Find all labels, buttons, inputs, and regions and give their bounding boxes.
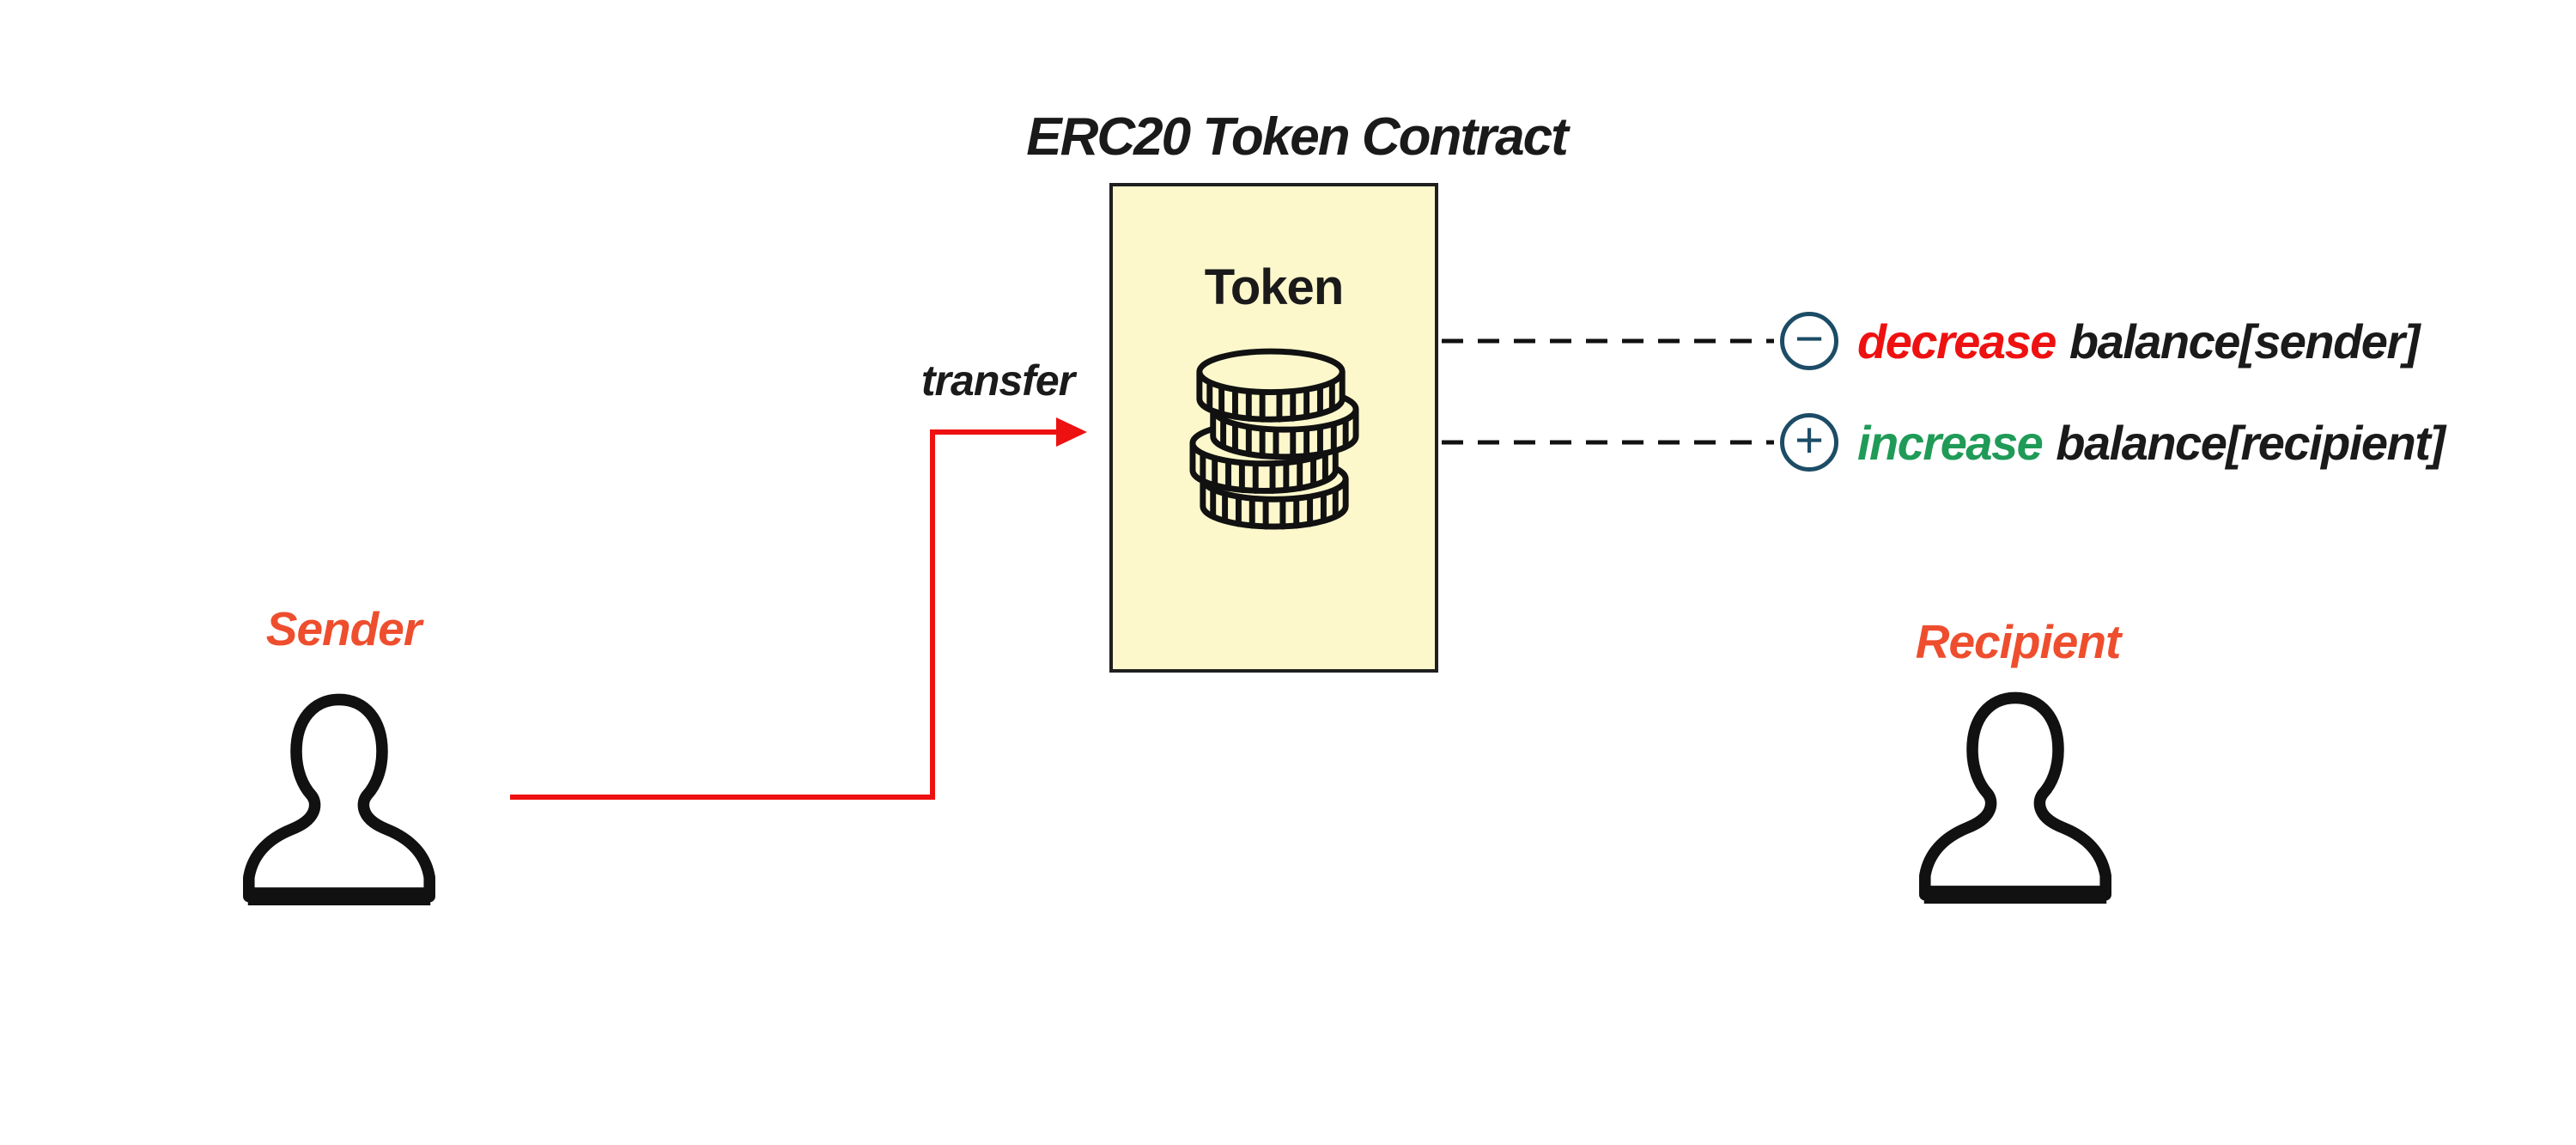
increase-badge: + <box>1780 413 1838 472</box>
sender-person-icon <box>243 693 435 905</box>
decrease-target: balance[sender] <box>2069 314 2421 369</box>
token-label: Token <box>1204 259 1345 315</box>
coin-2-ridges <box>1219 416 1349 460</box>
coin-1-ridges <box>1206 379 1335 423</box>
transfer-arrow-label: transfer <box>920 356 1075 405</box>
transfer-arrowhead <box>1056 417 1087 447</box>
coin-3-ridges <box>1199 450 1328 494</box>
person-silhouette <box>1919 691 2111 901</box>
recipient-label: Recipient <box>1915 615 2122 668</box>
coin-4-ridges <box>1209 485 1339 530</box>
increase-target: balance[recipient] <box>2056 416 2445 471</box>
token-contract-box: Token <box>1109 183 1438 673</box>
increase-verb: increase <box>1857 416 2044 471</box>
transfer-arrow-line <box>510 429 1060 800</box>
plus-icon: + <box>1795 412 1824 468</box>
recipient-person-icon <box>1919 691 2111 904</box>
minus-icon: − <box>1795 311 1824 367</box>
coin-1-top <box>1195 348 1346 396</box>
person-silhouette <box>243 693 435 903</box>
decrease-verb: decrease <box>1857 314 2057 369</box>
coins-icon <box>1188 348 1359 530</box>
sender-label: Sender <box>265 602 422 655</box>
diagram-title: ERC20 Token Contract <box>1026 107 1569 167</box>
decrease-badge: − <box>1780 312 1838 370</box>
